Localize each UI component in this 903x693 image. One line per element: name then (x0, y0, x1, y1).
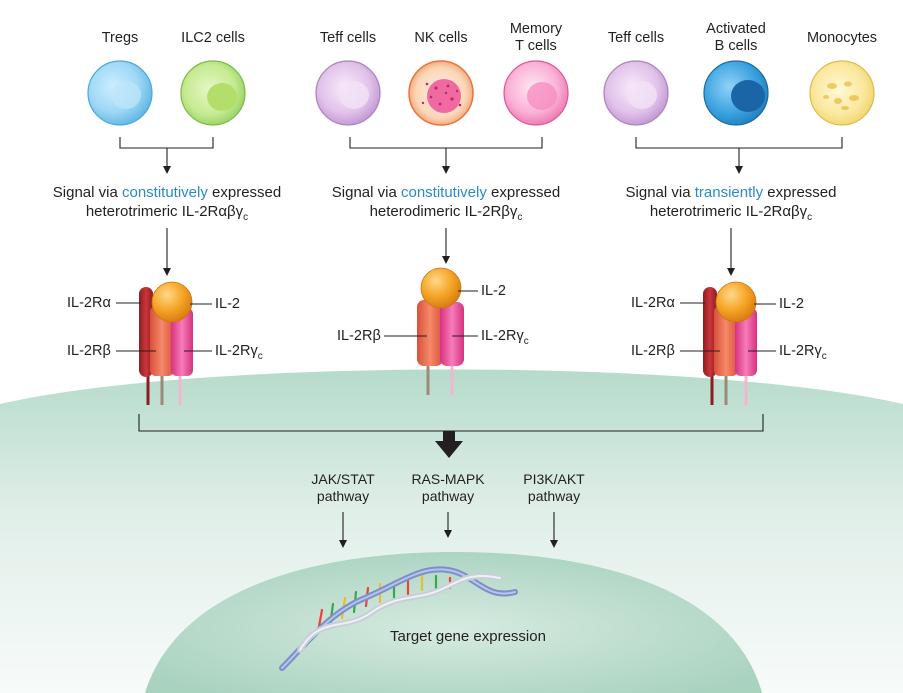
signal-highlight-2: constitutively (400, 184, 487, 201)
cell-label-teff-2: Teff cells (607, 30, 665, 46)
label-il2rg-3: IL-2Rγc (779, 343, 827, 362)
il2r-gamma-chain (735, 308, 757, 376)
label-il2-1: IL-2 (215, 296, 240, 312)
il2r-beta-chain (714, 306, 738, 376)
cell-ilc2 (180, 60, 246, 126)
cell-nk (408, 60, 474, 126)
cell-teff-2 (603, 60, 669, 126)
il2r-alpha-chain (703, 287, 717, 377)
signal-text-2: Signal via constitutively expressed hete… (331, 184, 561, 223)
signal-text-3: Signal via transiently expressed heterot… (625, 184, 837, 223)
signal-highlight-1: constitutively (121, 184, 208, 201)
bracket-group-1 (119, 137, 214, 168)
il2r-gamma-chain (440, 302, 464, 366)
cell-memory-t (503, 60, 569, 126)
signal-highlight-3: transiently (694, 184, 764, 201)
cell-teff-1 (315, 60, 381, 126)
nucleus (145, 552, 762, 693)
il2r-beta-chain (417, 300, 443, 366)
cell-monocytes (809, 60, 875, 126)
receptor-trimeric-3 (680, 281, 776, 405)
label-il2rg-1: IL-2Rγc (215, 343, 263, 362)
label-il2rb-2: IL-2Rβ (337, 328, 381, 344)
bracket-group-3 (635, 137, 843, 168)
cell-label-tregs: Tregs (101, 30, 139, 46)
cell-label-nk: NK cells (414, 30, 468, 46)
label-il2rg-2: IL-2Rγc (481, 328, 529, 347)
il2-ligand (715, 281, 757, 323)
label-il2rb-1: IL-2Rβ (67, 343, 111, 359)
label-il2rb-3: IL-2Rβ (631, 343, 675, 359)
target-gene-expression-label: Target gene expression (390, 628, 546, 645)
convergence-bracket (138, 414, 764, 458)
il2r-gamma-chain (171, 308, 193, 376)
label-il2ra-3: IL-2Rα (631, 295, 675, 311)
il2r-alpha-chain (139, 287, 153, 377)
cell-activated-b (703, 60, 769, 126)
receptor-dimeric (384, 267, 478, 395)
il2r-beta-chain (150, 306, 174, 376)
down-arrow-icon (435, 441, 463, 458)
label-il2-2: IL-2 (481, 283, 506, 299)
signal-text-1: Signal via constitutively expressed hete… (52, 184, 282, 223)
bracket-group-2 (349, 137, 543, 168)
dna-helix-icon (279, 566, 518, 671)
label-il2-3: IL-2 (779, 296, 804, 312)
cell-label-teff-1: Teff cells (319, 30, 377, 46)
receptor-trimeric-1 (116, 281, 212, 405)
il2-ligand (420, 267, 462, 309)
cell-label-ilc2: ILC2 cells (181, 30, 245, 46)
cell-label-monocytes: Monocytes (806, 30, 878, 46)
label-il2ra-1: IL-2Rα (67, 295, 111, 311)
il2-ligand (151, 281, 193, 323)
cell-tregs (87, 60, 153, 126)
